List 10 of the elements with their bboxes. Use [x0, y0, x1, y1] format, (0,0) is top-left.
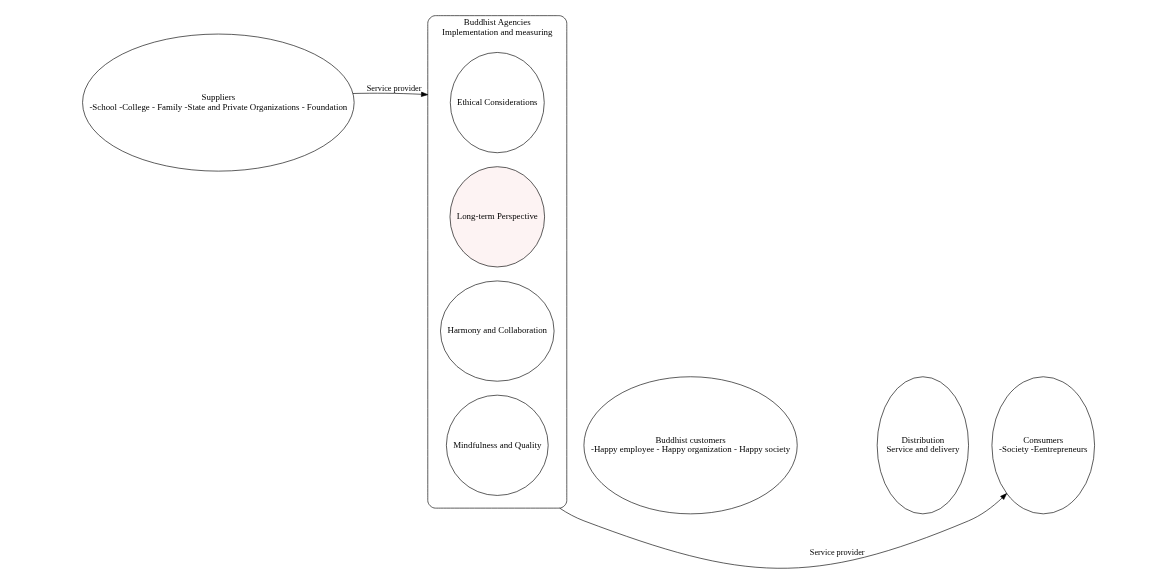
node-ellipse: Distribution Service and delivery [876, 376, 969, 515]
node-ellipse: Suppliers -School -College - Family -State and Private Organizations - Foundation [81, 33, 354, 172]
node-ellipse: Harmony and Collaboration [439, 280, 554, 382]
arrow [558, 493, 1007, 569]
arrow [352, 91, 428, 97]
node-circle: Long-term Perspective [449, 166, 545, 268]
node-circle: Ethical Considerations [449, 52, 545, 154]
node-ellipse: Buddhist customers -Happy employee - Happy organization - Happy society [583, 376, 798, 515]
node-circle: Mindfulness and Quality [445, 394, 548, 496]
node-ellipse: Consumers -Society -Eentrepreneurs [991, 376, 1095, 515]
